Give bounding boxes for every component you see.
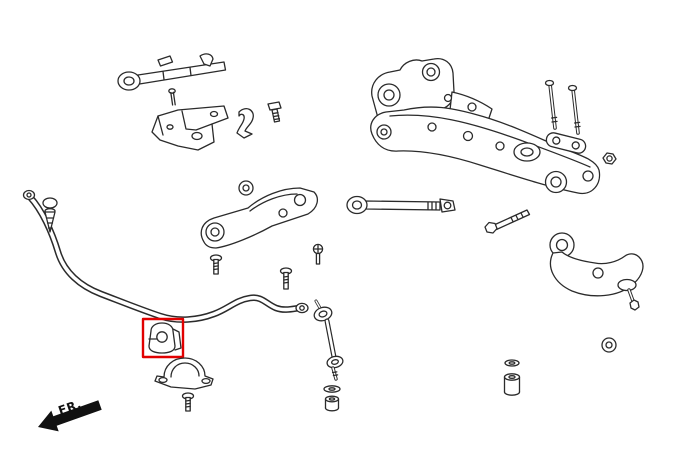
spacer-stack <box>503 359 521 396</box>
front-brace-bar <box>117 53 227 106</box>
long-bolt <box>484 209 531 234</box>
plain-washer <box>601 337 617 353</box>
stabilizer-bushing <box>148 322 182 354</box>
center-support-arm <box>200 180 319 249</box>
clamp-bolt <box>181 392 195 412</box>
fr-direction-indicator: FR. <box>38 397 102 432</box>
stud-link-plate <box>545 132 587 154</box>
mount-bracket <box>151 105 229 151</box>
highlight-box <box>141 317 185 359</box>
mounting-studs <box>544 79 587 154</box>
link-washer-grommet <box>323 385 341 412</box>
ball-joint-nut <box>629 299 640 311</box>
flange-nut <box>602 152 617 165</box>
bushing-clamp-bracket <box>154 357 214 390</box>
pan-screw <box>312 243 324 265</box>
hook-clip <box>236 108 254 139</box>
stabilizer-bar <box>22 189 309 323</box>
push-pin-clip <box>42 197 58 233</box>
lateral-rod <box>346 195 456 215</box>
lower-control-arm <box>549 232 644 311</box>
top-bolt <box>267 101 282 123</box>
subframe-crossmember <box>370 57 601 195</box>
stabilizer-end-link <box>313 299 344 381</box>
flange-bolt-left <box>209 254 223 275</box>
flange-bolt-right <box>279 267 293 290</box>
fr-arrow-icon <box>38 400 102 432</box>
